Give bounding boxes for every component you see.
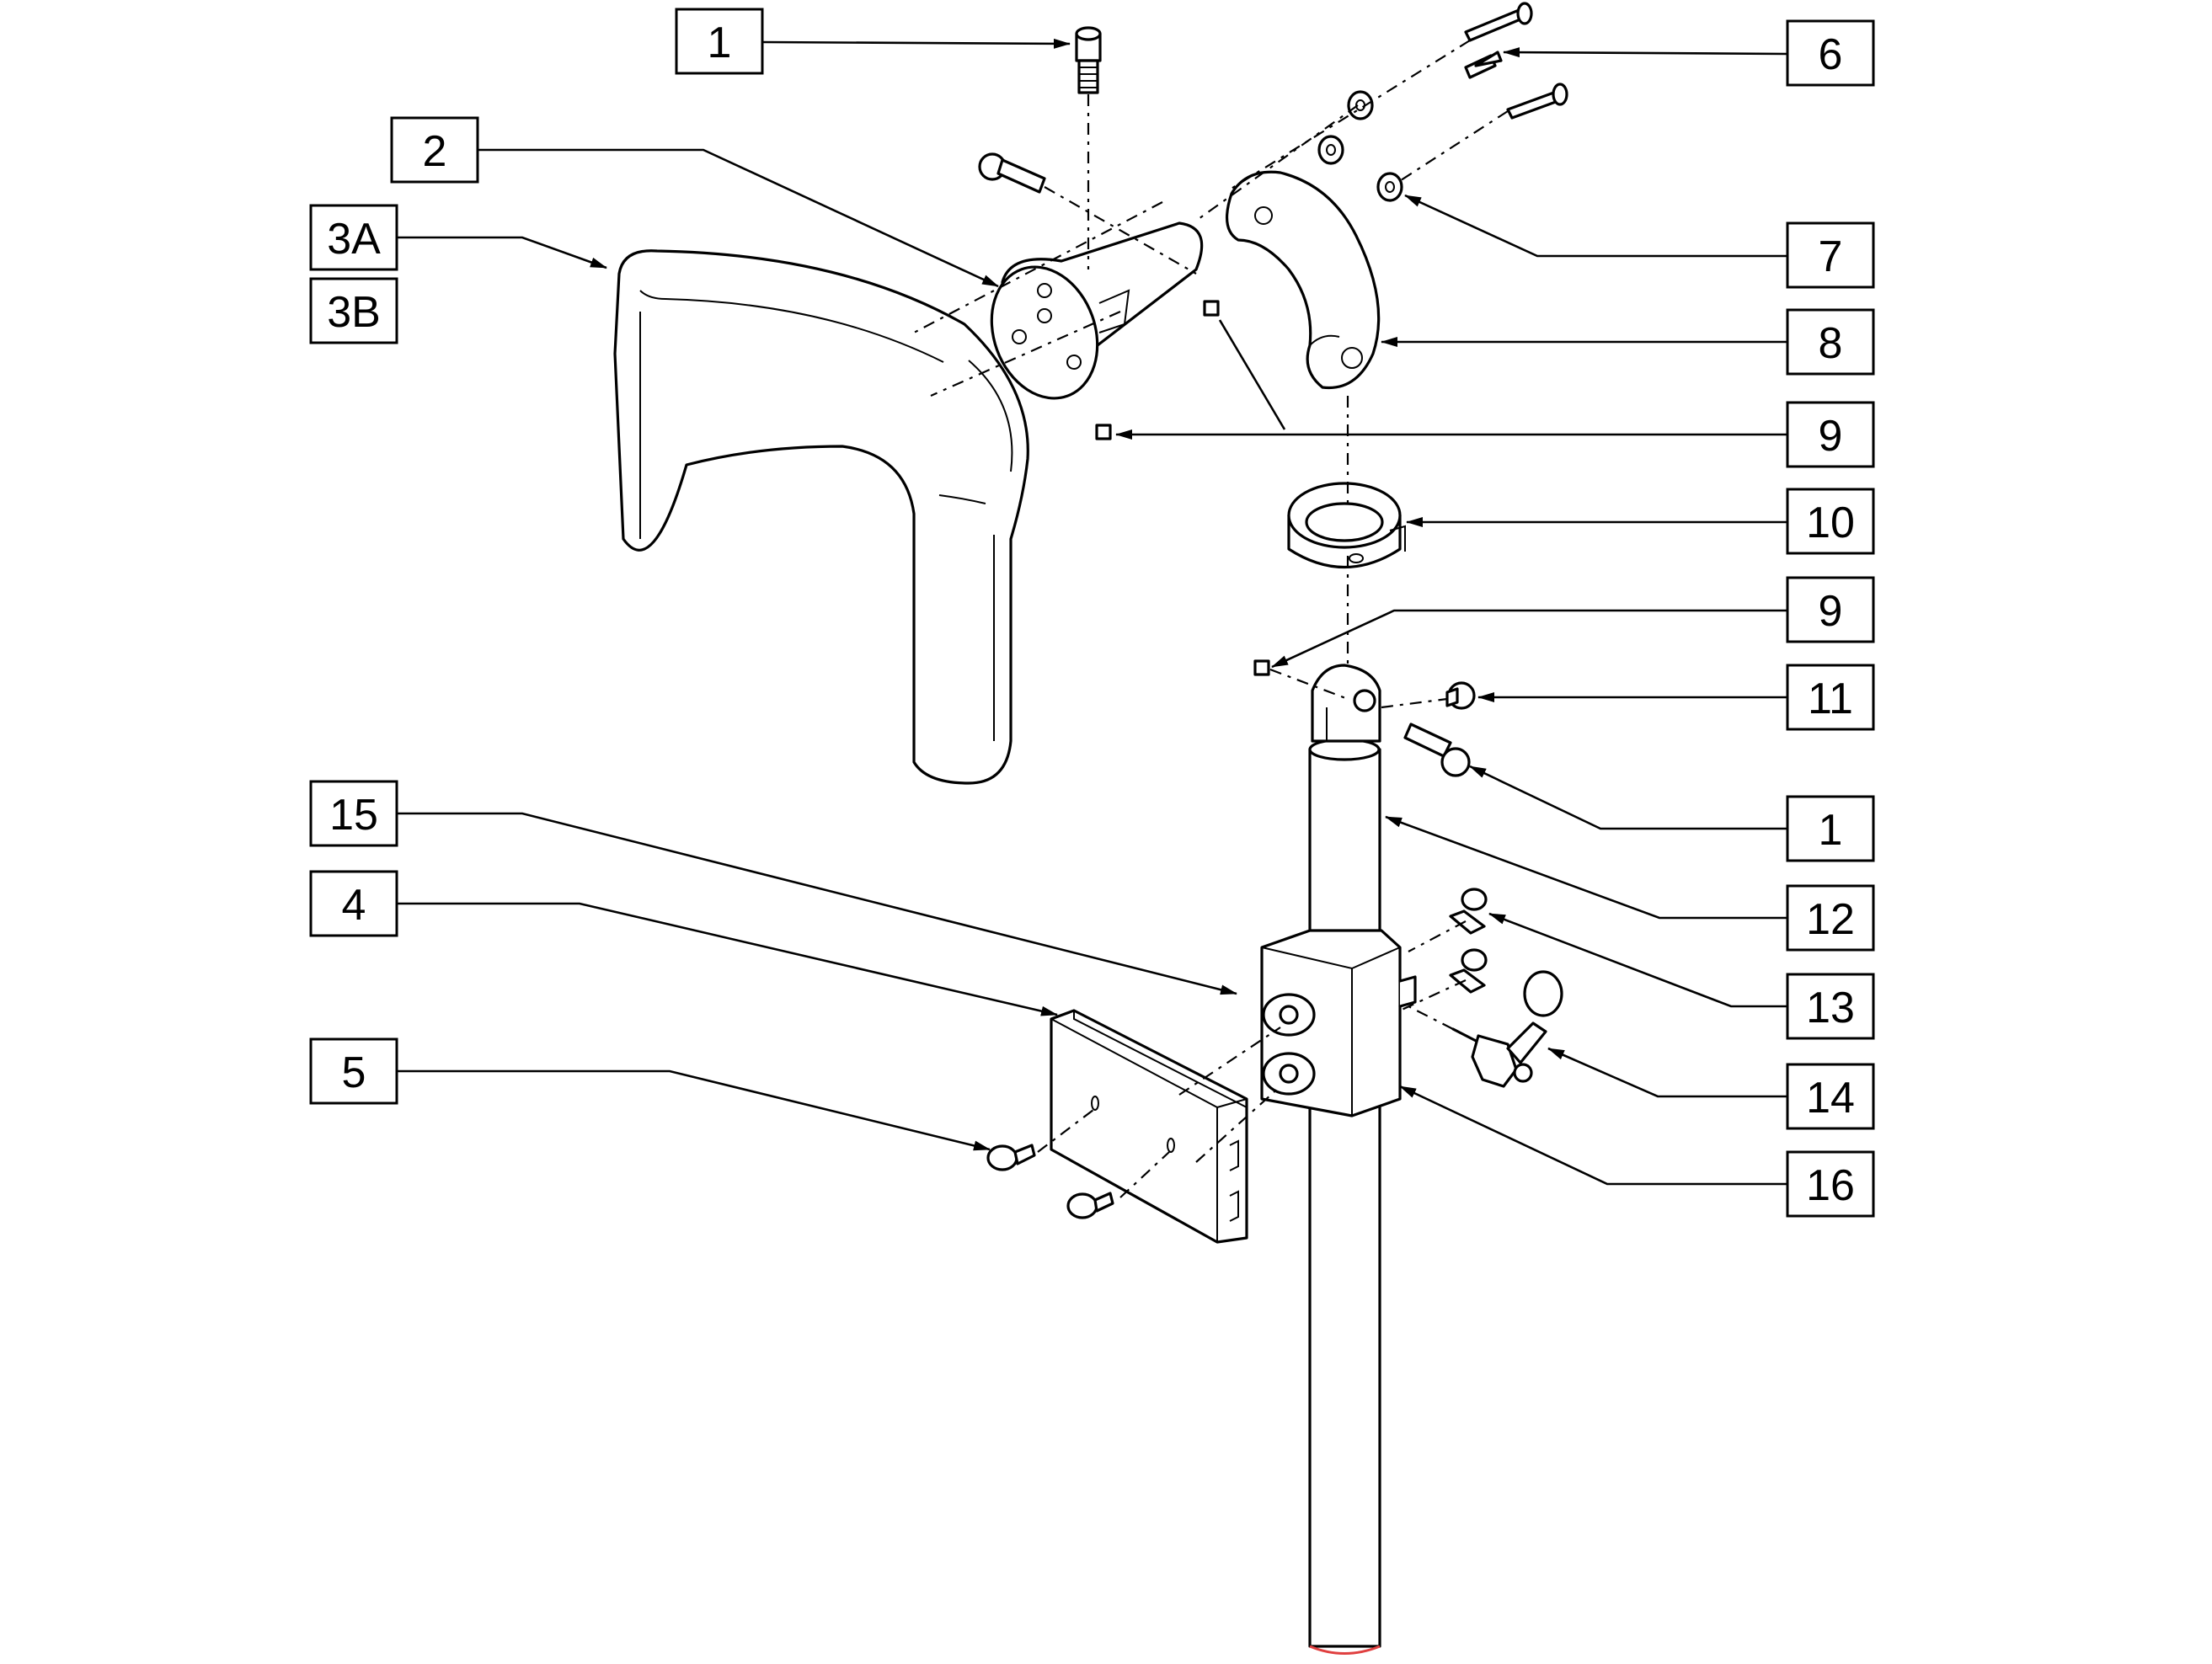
callout-3b: 3B: [309, 277, 398, 344]
svg-text:3B: 3B: [327, 288, 381, 337]
pole-bottom-edge: [1309, 1645, 1381, 1655]
washers-7: [1317, 90, 1403, 202]
mounting-plate: [1050, 1009, 1248, 1244]
svg-text:2: 2: [423, 127, 447, 176]
screws-13: [1449, 888, 1488, 994]
set-screws-9: [1095, 300, 1270, 676]
svg-text:13: 13: [1806, 984, 1855, 1032]
callout-8: 8: [1786, 308, 1875, 376]
lever-handle-14: [1451, 970, 1563, 1088]
pole-clevis: [1311, 664, 1381, 743]
callout-10: 10: [1786, 488, 1875, 555]
leader-lines: [397, 38, 1788, 1186]
headrest-pad: [613, 249, 1029, 785]
svg-text:11: 11: [1808, 675, 1853, 723]
svg-text:1: 1: [1819, 806, 1843, 855]
hub-2: [990, 221, 1204, 400]
screw-hub-side: [978, 152, 1046, 194]
svg-text:9: 9: [1819, 412, 1843, 461]
svg-text:5: 5: [342, 1048, 366, 1097]
callout-12: 12: [1786, 884, 1875, 952]
callout-4: 4: [309, 870, 398, 937]
svg-text:12: 12: [1806, 895, 1855, 944]
svg-text:14: 14: [1806, 1074, 1855, 1123]
callout-13: 13: [1786, 973, 1875, 1040]
screws-6: [1464, 2, 1568, 120]
svg-text:1: 1: [708, 19, 732, 67]
callout-9-lower: 9: [1786, 576, 1875, 643]
svg-text:3A: 3A: [327, 215, 381, 264]
pole: [1308, 738, 1381, 1655]
svg-text:10: 10: [1806, 499, 1855, 547]
bracket-arm-8: [1226, 170, 1381, 390]
callout-3a: 3A: [309, 204, 398, 271]
callout-1-lower: 1: [1786, 795, 1875, 862]
callout-7: 7: [1786, 221, 1875, 289]
svg-text:9: 9: [1819, 587, 1843, 636]
callout-9-upper: 9: [1786, 401, 1875, 468]
callout-16: 16: [1786, 1150, 1875, 1218]
callout-1-top: 1: [675, 8, 764, 75]
svg-text:6: 6: [1819, 30, 1843, 79]
svg-text:16: 16: [1806, 1161, 1855, 1210]
callout-15: 15: [309, 780, 398, 847]
svg-text:4: 4: [342, 881, 366, 930]
callout-11: 11: [1786, 664, 1875, 731]
svg-text:15: 15: [329, 791, 378, 840]
callout-14: 14: [1786, 1063, 1875, 1130]
svg-text:7: 7: [1819, 232, 1843, 281]
screw-1-lower: [1403, 723, 1471, 777]
ring-collar-10: [1287, 482, 1406, 568]
screw-1-top: [1075, 26, 1102, 94]
svg-text:8: 8: [1819, 319, 1843, 368]
clamp-block: [1260, 929, 1417, 1117]
callout-2: 2: [390, 116, 479, 184]
callout-6: 6: [1786, 19, 1875, 87]
assembly-lines: [913, 40, 1509, 1198]
screw-5: [986, 1144, 1114, 1219]
screw-11: [1445, 681, 1476, 710]
callout-5: 5: [309, 1037, 398, 1105]
